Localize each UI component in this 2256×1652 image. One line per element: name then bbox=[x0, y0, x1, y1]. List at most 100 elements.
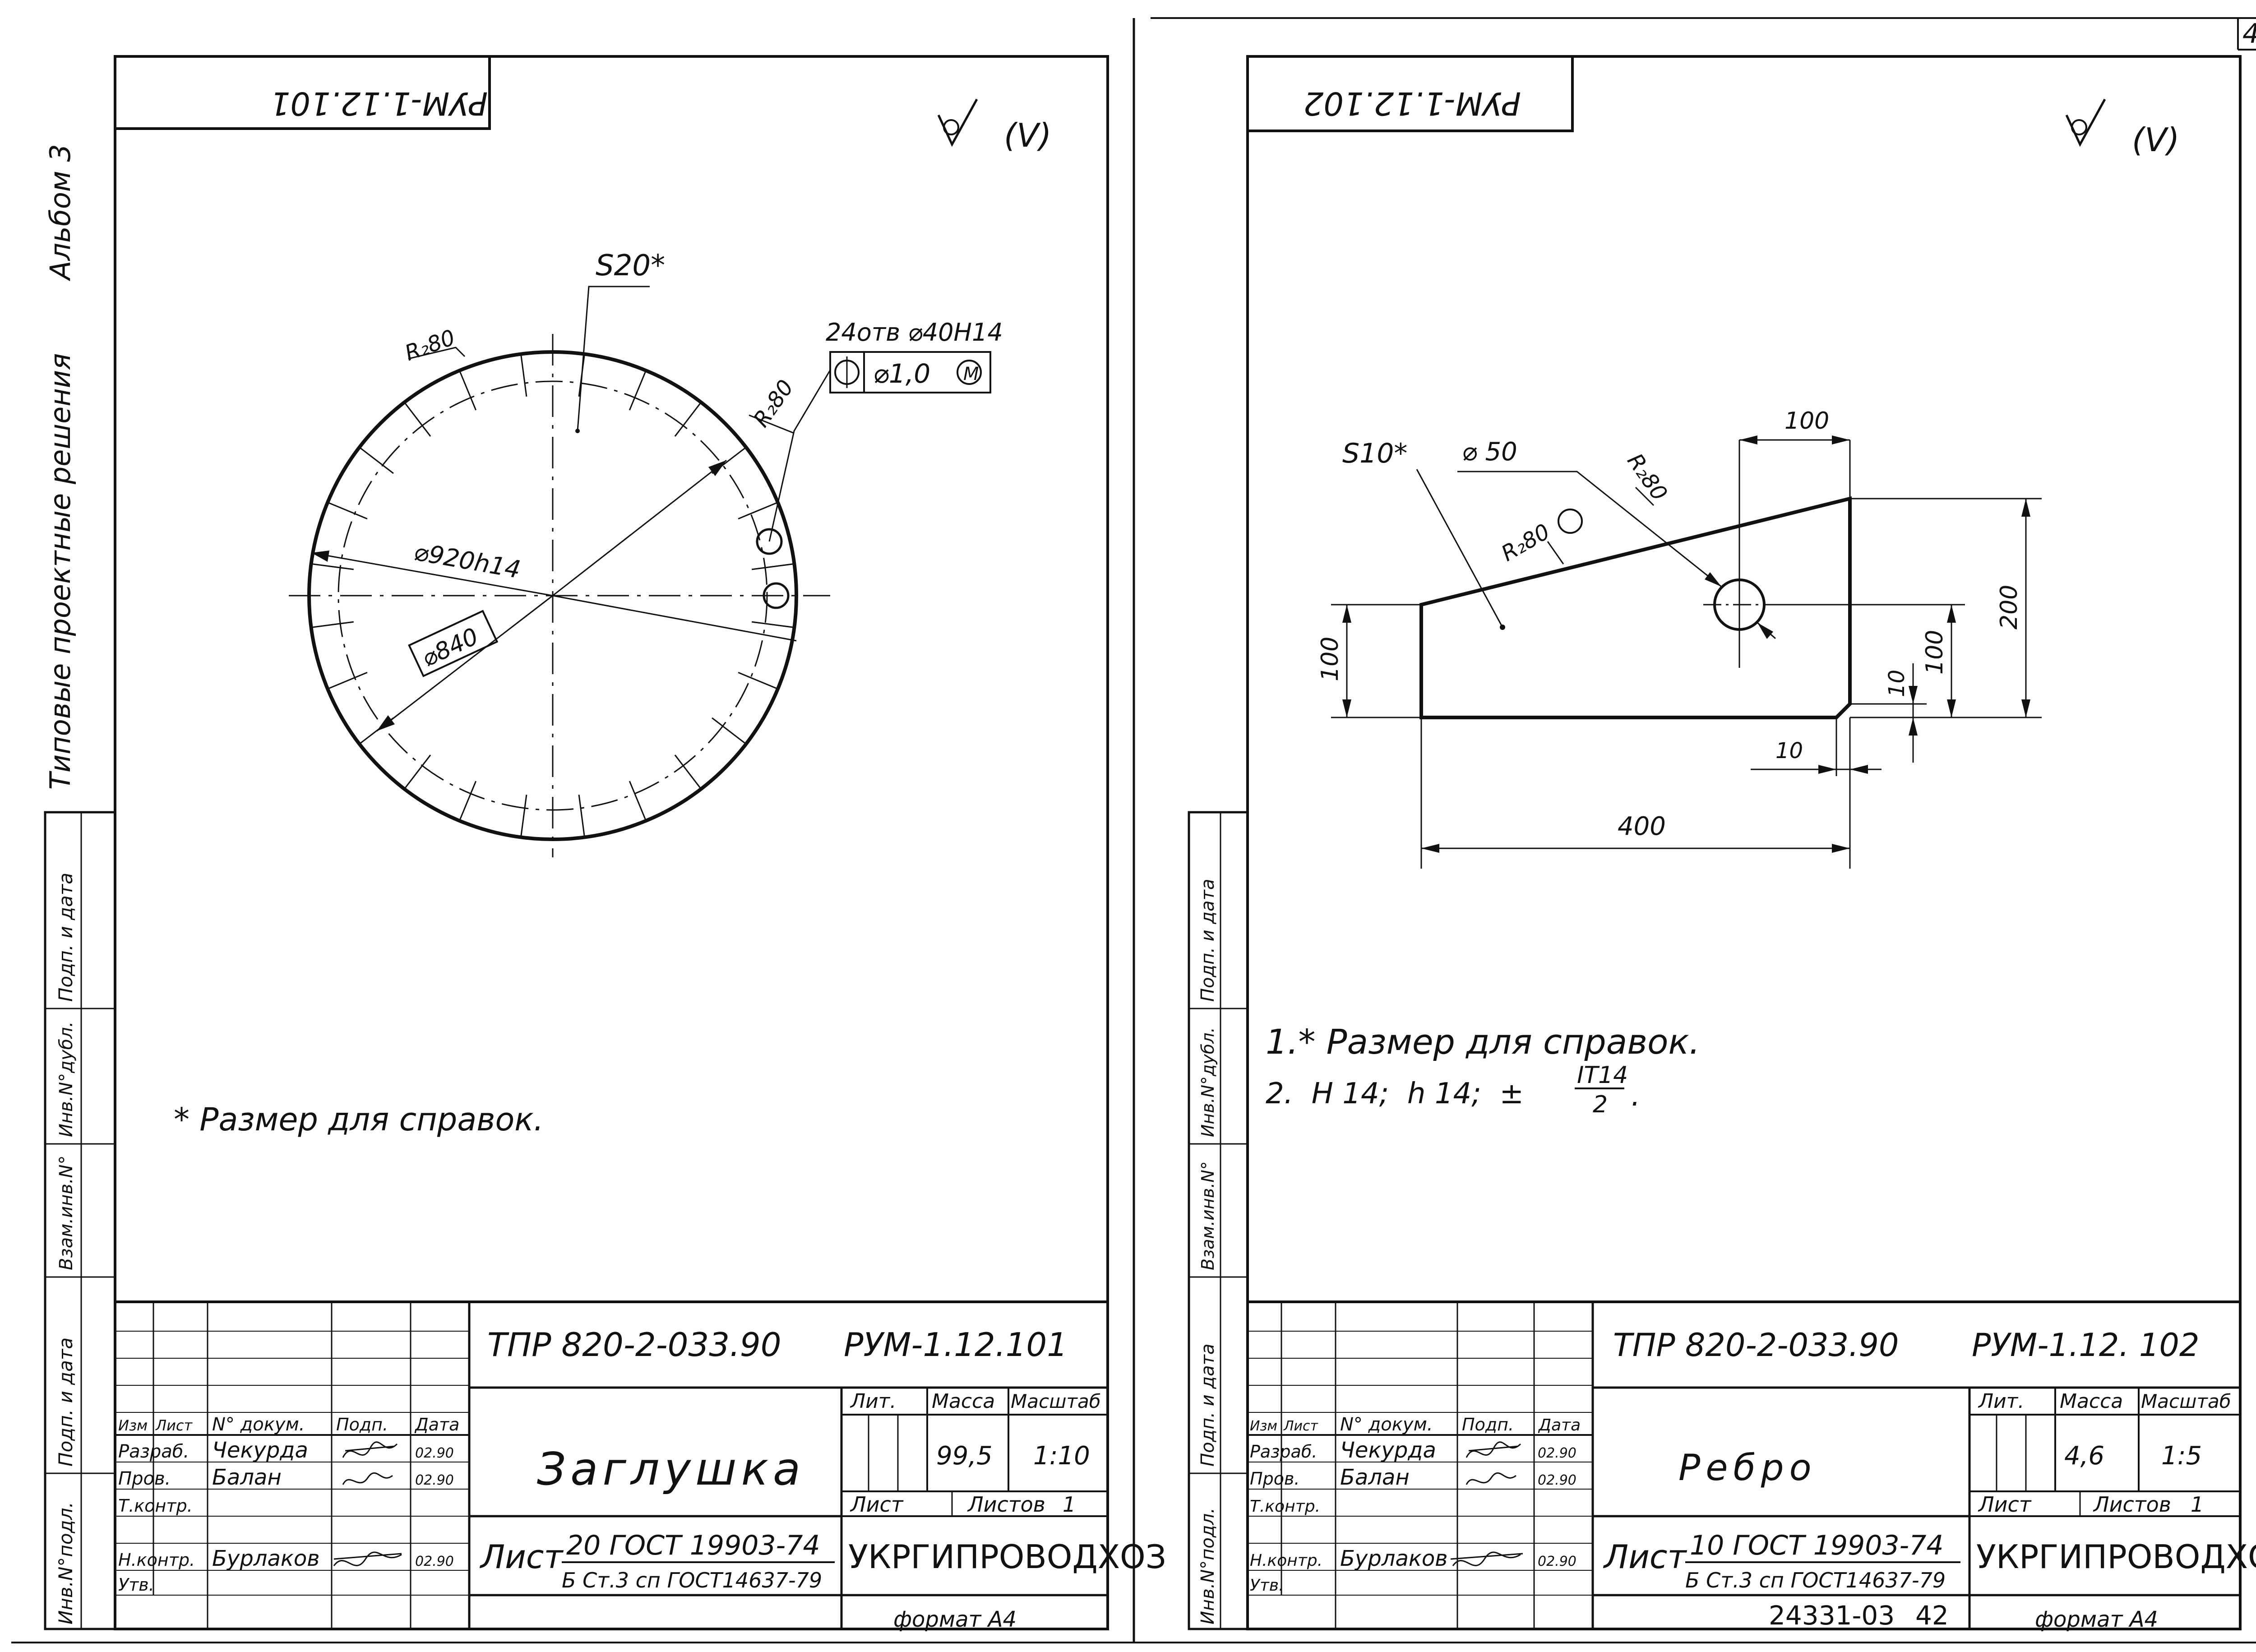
svg-text:02.90: 02.90 bbox=[415, 1472, 454, 1488]
disc-tick bbox=[629, 370, 647, 411]
disc-tick bbox=[458, 781, 477, 821]
svg-text:10 ГОСТ 19903-74: 10 ГОСТ 19903-74 bbox=[1690, 1530, 1944, 1561]
svg-text:Масштаб: Масштаб bbox=[2141, 1390, 2231, 1412]
svg-text:02.90: 02.90 bbox=[415, 1445, 454, 1461]
spine-stamp-right: Инв.N°подл. Подп. и дата Взам.инв.N° Инв… bbox=[1188, 811, 1249, 1630]
sheet2-note-1: 1.* Размер для справок. bbox=[1266, 1022, 1700, 1062]
svg-text:Дата: Дата bbox=[414, 1415, 459, 1435]
svg-text:Т.контр.: Т.контр. bbox=[1250, 1497, 1320, 1516]
sheet2-height-left: 100 bbox=[1317, 637, 1344, 681]
sheet2-part-name: Ребро bbox=[1678, 1447, 1817, 1489]
sheet2-rib-drawing bbox=[1331, 435, 2042, 869]
spine-vzam-right: Взам.инв.N° bbox=[1198, 1161, 1218, 1270]
disc-tick bbox=[712, 717, 747, 745]
svg-text:⌀840: ⌀840 bbox=[418, 623, 483, 672]
sheet1-radius-top: R₂80 bbox=[402, 325, 458, 366]
spine-podp-right: Подп. и дата bbox=[1197, 1344, 1218, 1467]
sheet2-chamfer-h: 10 bbox=[1775, 738, 1803, 764]
sheet2-fraction-num: IT14 bbox=[1577, 1062, 1628, 1089]
svg-text:02.90: 02.90 bbox=[1538, 1445, 1576, 1461]
sheet1-part-name: Заглушка bbox=[537, 1443, 805, 1495]
svg-text:02.90: 02.90 bbox=[1538, 1554, 1576, 1569]
svg-text:Т.контр.: Т.контр. bbox=[118, 1496, 193, 1516]
svg-text:Разраб.: Разраб. bbox=[1250, 1442, 1317, 1462]
sheet1-disc-drawing bbox=[289, 286, 831, 857]
sheet1-scale: 1:10 bbox=[1033, 1441, 1090, 1471]
svg-text:Дата: Дата bbox=[1538, 1416, 1581, 1435]
sheet2-height-right: 100 bbox=[1921, 630, 1948, 675]
spine-stamp-left: Инв.N°подл. Подп. и дата Взам.инв.N° Инв… bbox=[44, 811, 116, 1630]
sheet1-modifier: M bbox=[963, 364, 979, 384]
disc-tick bbox=[458, 370, 477, 411]
svg-text:Балан: Балан bbox=[212, 1465, 282, 1490]
svg-text:N° докум.: N° докум. bbox=[212, 1414, 305, 1435]
sheet1-thickness: S20* bbox=[596, 249, 665, 282]
sheet1-position-tolerance-frame: ⌀1,0 M bbox=[829, 351, 991, 393]
sheet1-diameter-inner-box: ⌀840 bbox=[408, 610, 499, 677]
sheet1-roughness-icon: (V) bbox=[937, 98, 1051, 154]
svg-text:N° докум.: N° докум. bbox=[1340, 1414, 1433, 1435]
disc-tick bbox=[751, 563, 795, 570]
sheet2-fraction-den: 2 bbox=[1593, 1091, 1608, 1118]
disc-tick bbox=[520, 354, 527, 397]
sheet2-fraction-tail: . bbox=[1631, 1079, 1640, 1113]
svg-text:Подп.: Подп. bbox=[336, 1415, 388, 1435]
svg-text:02.90: 02.90 bbox=[1538, 1472, 1576, 1488]
spine-dubl-left: Инв.N°дубл. bbox=[56, 1021, 77, 1137]
svg-text:02.90: 02.90 bbox=[415, 1554, 454, 1569]
svg-text:1: 1 bbox=[2191, 1492, 2204, 1517]
sheet2-project: ТПР 820-2-033.90 bbox=[1613, 1327, 1899, 1364]
svg-text:Листов: Листов bbox=[2093, 1492, 2171, 1517]
sheet2-code-box bbox=[1246, 55, 1574, 132]
sheet1-mass: 99,5 bbox=[936, 1441, 993, 1471]
disc-tick bbox=[751, 621, 795, 628]
series-label: Типовые проектные решения bbox=[44, 353, 77, 790]
disc-tick bbox=[520, 794, 527, 838]
sheet-number: 41 bbox=[2242, 18, 2256, 50]
svg-text:Лист: Лист bbox=[850, 1492, 904, 1517]
svg-text:1: 1 bbox=[1063, 1492, 1076, 1517]
svg-text:Лист: Лист bbox=[1978, 1492, 2032, 1517]
sheet2-height-total: 200 bbox=[1996, 585, 2023, 629]
sheet2-radius2: R₂80 bbox=[1622, 449, 1672, 505]
disc-tick bbox=[327, 671, 368, 690]
svg-text:Изм: Изм bbox=[1250, 1418, 1277, 1434]
disc-tick bbox=[629, 781, 647, 821]
svg-text:20 ГОСТ 19903-74: 20 ГОСТ 19903-74 bbox=[566, 1530, 820, 1561]
sheet2-chamfer-v: 10 bbox=[1884, 670, 1909, 697]
sheet2-note-2: 2. Н 14; h 14; ± bbox=[1266, 1077, 1524, 1111]
sheet1-designation: РУМ-1.12.101 bbox=[844, 1326, 1068, 1364]
svg-text:Б Ст.3 сп ГОСТ14637-79: Б Ст.3 сп ГОСТ14637-79 bbox=[1685, 1568, 1946, 1592]
svg-text:Пров.: Пров. bbox=[1250, 1469, 1299, 1489]
spine-dubl-right: Инв.N°дубл. bbox=[1198, 1027, 1218, 1137]
sheet2-radius1: R₂80 bbox=[1497, 519, 1554, 566]
spine-inv-left: Инв.N°подл. bbox=[55, 1502, 77, 1624]
svg-text:Масса: Масса bbox=[2060, 1390, 2123, 1413]
svg-text:Чекурда: Чекурда bbox=[1340, 1438, 1436, 1463]
sheet1-note: * Размер для справок. bbox=[174, 1101, 544, 1138]
spine-podp2-left: Подп. и дата bbox=[55, 873, 77, 1002]
svg-text:Листов: Листов bbox=[967, 1492, 1045, 1517]
svg-text:Изм: Изм bbox=[118, 1417, 148, 1434]
disc-tick bbox=[738, 501, 778, 520]
sheet2-mass: 4,6 bbox=[2064, 1441, 2104, 1471]
sheet1-mirrored-code: РУМ-1.12.101 bbox=[270, 85, 488, 122]
svg-text:Чекурда: Чекурда bbox=[212, 1438, 308, 1463]
sheet2-mirrored-code: РУМ-1.12.102 bbox=[1304, 85, 1521, 122]
sheet1-position-tol: ⌀1,0 bbox=[873, 358, 930, 389]
sheet2-roughness-icon: (V) bbox=[2065, 98, 2179, 159]
svg-text:(V): (V) bbox=[1004, 116, 1051, 154]
sheet1-org: УКРГИПРОВОДХОЗ bbox=[848, 1538, 1166, 1576]
spine-inv-right: Инв.N°подл. bbox=[1197, 1508, 1218, 1624]
svg-text:Пров.: Пров. bbox=[118, 1468, 171, 1489]
sheet2-designation: РУМ-1.12. 102 bbox=[1972, 1327, 2200, 1364]
disc-tick bbox=[404, 754, 431, 790]
sheet1-diameter-outer: ⌀920h14 bbox=[412, 537, 523, 584]
svg-text:Б Ст.3 сп ГОСТ14637-79: Б Ст.3 сп ГОСТ14637-79 bbox=[562, 1568, 822, 1592]
spine-podp-left: Подп. и дата bbox=[55, 1337, 77, 1467]
svg-text:Н.контр.: Н.контр. bbox=[118, 1550, 195, 1570]
svg-text:Н.контр.: Н.контр. bbox=[1250, 1551, 1322, 1570]
disc-tick bbox=[311, 563, 354, 570]
sheet2-top-width: 100 bbox=[1784, 407, 1829, 435]
